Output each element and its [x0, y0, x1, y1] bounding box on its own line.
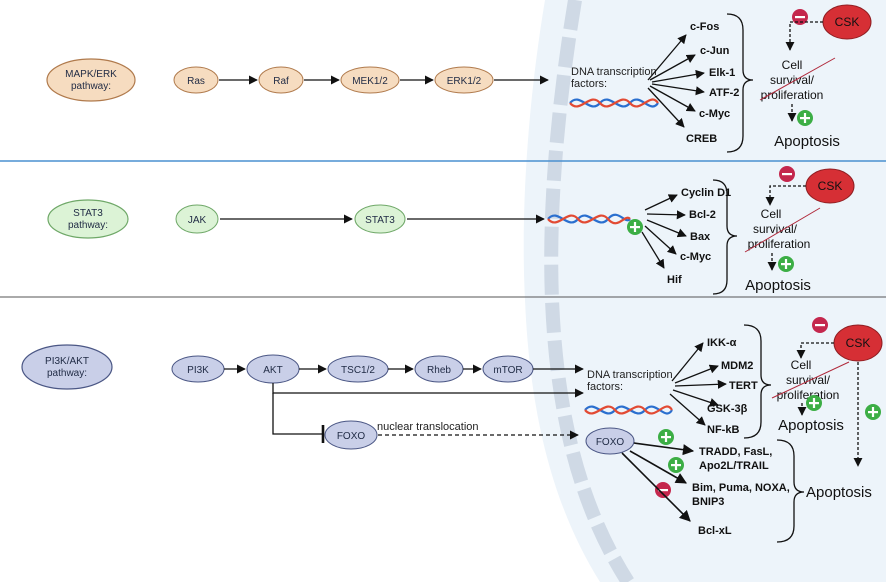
mapk-target-0: c-Fos: [690, 21, 719, 33]
pi3k-apoptosis-upper: Apoptosis: [778, 417, 844, 434]
node-akt-label: AKT: [263, 365, 282, 376]
mapk-outcome-line2: survival/: [770, 73, 815, 87]
mapk-target-3: ATF-2: [709, 87, 739, 99]
stat3-target-arrows: [641, 194, 687, 269]
dna-icon: [584, 405, 673, 415]
pi3k-outcome-line1: Cell: [791, 358, 812, 372]
mapk-pathway-label-node: [46, 58, 136, 102]
mapk-apoptosis: Apoptosis: [774, 133, 840, 150]
pi3k-target-0: IKK-α: [707, 337, 737, 349]
node-raf: [258, 66, 304, 94]
mapk-outcome-line3: proliferation: [761, 88, 824, 102]
pi3k-outcome-line2: survival/: [786, 373, 831, 387]
csk-label-pi3k: CSK: [846, 336, 871, 350]
stat3-apoptosis: Apoptosis: [745, 277, 811, 294]
stat3-pathway-label-line1: STAT3: [73, 208, 103, 219]
stat3-target-1: Bcl-2: [689, 209, 716, 221]
node-raf-label: Raf: [273, 76, 289, 87]
pi3k-pathway-label-line2: pathway:: [47, 368, 87, 379]
foxo-target-2: Bim, Puma, NOXA,: [692, 482, 790, 494]
node-foxo-label: FOXO: [337, 431, 366, 442]
stat3-target-4: Hif: [667, 274, 682, 286]
stat3-outcome-line3: proliferation: [748, 237, 811, 251]
stat3-target-0: Cyclin D1: [681, 187, 731, 199]
nuclear-translocation-label: nuclear translocation: [377, 421, 479, 433]
foxo-target-arrows: [621, 442, 695, 522]
mapk-outcome-line1: Cell: [782, 58, 803, 72]
node-jak-label: JAK: [188, 215, 207, 226]
pi3k-tf-label-line2: factors:: [587, 381, 623, 393]
pi3k-pathway-label-line1: PI3K/AKT: [45, 356, 89, 367]
node-foxo-nuclear: [585, 427, 635, 455]
mapk-target-4: c-Myc: [699, 108, 730, 120]
node-foxo: [324, 420, 378, 450]
pi3k-tf-label-line1: DNA transcription: [587, 369, 673, 381]
foxo-target-4: Bcl-xL: [698, 525, 732, 537]
stat3-outcome-line2: survival/: [753, 222, 798, 236]
mapk-panel: MAPK/ERK pathway: Ras Raf MEK1/2 ERK1/2 …: [46, 4, 872, 153]
stat3-panel: STAT3 pathway: JAK STAT3 Cyclin D1 Bcl-2…: [47, 166, 855, 295]
node-tsc-label: TSC1/2: [341, 365, 375, 376]
node-pi3k-label: PI3K: [187, 365, 209, 376]
mapk-pathway-label-line1: MAPK/ERK: [65, 69, 117, 80]
pi3k-outcome-line3: proliferation: [777, 388, 840, 402]
stat3-outcome-line1: Cell: [761, 207, 782, 221]
node-mtor-label: mTOR: [493, 365, 522, 376]
node-erk-label: ERK1/2: [447, 76, 482, 87]
node-ras: [173, 66, 219, 94]
pi3k-target-2: TERT: [729, 380, 758, 392]
csk-label-mapk: CSK: [835, 15, 860, 29]
pi3k-target-arrows: [669, 342, 727, 426]
stat3-bracket: [712, 179, 738, 295]
pi3k-target-1: MDM2: [721, 360, 753, 372]
pi3k-arrows: [224, 364, 584, 444]
node-erk: [434, 66, 494, 94]
stat3-pathway-label-node: [47, 199, 129, 239]
dna-icon: [569, 98, 659, 108]
foxo-target-3: BNIP3: [692, 496, 724, 508]
mapk-target-arrows: [647, 34, 705, 128]
pi3k-bracket-lower: [776, 439, 805, 543]
node-stat3-label: STAT3: [365, 215, 395, 226]
pi3k-target-3: GSK-3β: [707, 403, 748, 415]
stat3-target-3: c-Myc: [680, 251, 711, 263]
foxo-target-1: Apo2L/TRAIL: [699, 460, 769, 472]
stat3-pathway-label-line2: pathway:: [68, 220, 108, 231]
stat3-target-2: Bax: [690, 231, 711, 243]
node-stat3: [354, 204, 406, 234]
node-ras-label: Ras: [187, 76, 205, 87]
mapk-tf-label-line1: DNA transcription: [571, 66, 657, 78]
pi3k-apoptosis-lower: Apoptosis: [806, 484, 872, 501]
mapk-tf-label-line2: factors:: [571, 78, 607, 90]
mapk-target-2: Elk-1: [709, 67, 735, 79]
foxo-target-0: TRADD, FasL,: [699, 446, 772, 458]
mapk-target-5: CREB: [686, 133, 717, 145]
mapk-bracket: [726, 13, 754, 153]
node-mek: [340, 66, 400, 94]
node-jak: [175, 204, 219, 234]
pi3k-pathway-label-node: [21, 344, 113, 390]
node-mek-label: MEK1/2: [352, 76, 388, 87]
csk-label-stat3: CSK: [818, 179, 843, 193]
pi3k-panel: PI3K/AKT pathway: PI3K AKT TSC1/2 Rheb m…: [21, 317, 883, 543]
node-rheb-label: Rheb: [427, 365, 451, 376]
mapk-pathway-label-line2: pathway:: [71, 81, 111, 92]
node-foxo-nuclear-label: FOXO: [596, 437, 625, 448]
dna-icon: [547, 213, 631, 225]
pi3k-bracket-upper: [743, 324, 772, 439]
pi3k-target-4: NF-kB: [707, 424, 739, 436]
mapk-target-1: c-Jun: [700, 45, 730, 57]
